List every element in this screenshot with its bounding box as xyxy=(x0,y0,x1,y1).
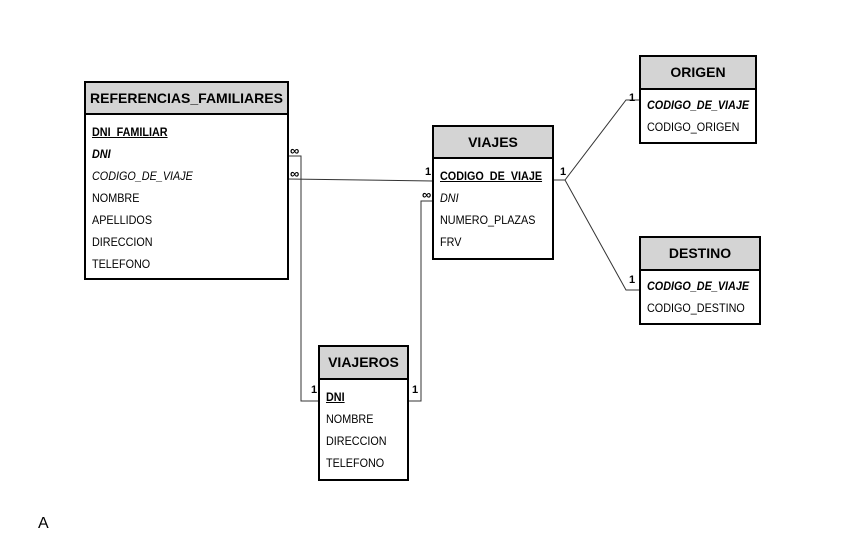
entity-destino: DESTINO CODIGO_DE_VIAJE CODIGO_DESTINO xyxy=(639,236,761,325)
field: CODIGO_DESTINO xyxy=(647,301,745,315)
cardinality-one-viajes-left: 1 xyxy=(425,166,432,178)
field: TELEFONO xyxy=(326,456,385,470)
cardinality-many-viajes-dni: ∞ xyxy=(422,187,432,202)
field-foreign-key: CODIGO_DE_VIAJE xyxy=(647,279,750,293)
field: FRV xyxy=(440,235,462,249)
field-primary-key: CODIGO_DE_VIAJE xyxy=(440,169,543,183)
entity-title: VIAJES xyxy=(434,127,552,159)
figure-caption: A xyxy=(38,515,49,532)
cardinality-one-destino: 1 xyxy=(629,274,636,286)
entity-fields: CODIGO_DE_VIAJE CODIGO_ORIGEN xyxy=(641,90,755,142)
line-viajes-viajeros xyxy=(408,200,433,402)
entity-title: REFERENCIAS_FAMILIARES xyxy=(86,83,287,115)
entity-viajes: VIAJES CODIGO_DE_VIAJE DNI NUMERO_PLAZAS… xyxy=(432,125,554,260)
entity-fields: CODIGO_DE_VIAJE CODIGO_DESTINO xyxy=(641,271,759,323)
cardinality-one-viajeros-right: 1 xyxy=(412,384,419,396)
cardinality-one-viajeros-left: 1 xyxy=(311,384,318,396)
cardinality-many-reffam-top: ∞ xyxy=(290,143,300,158)
entity-viajeros: VIAJEROS DNI NOMBRE DIRECCION TELEFONO xyxy=(318,345,409,481)
line-reffam-viajeros xyxy=(288,155,319,402)
field: DIRECCION xyxy=(326,434,387,448)
field: CODIGO_ORIGEN xyxy=(647,120,740,134)
cardinality-one-viajes-right: 1 xyxy=(560,166,567,178)
field-primary-key: DNI xyxy=(326,390,345,404)
field-foreign-key: CODIGO_DE_VIAJE xyxy=(92,169,193,183)
line-reffam-viajes xyxy=(287,178,434,182)
field: DIRECCION xyxy=(92,235,153,249)
entity-fields: DNI_FAMILIAR DNI CODIGO_DE_VIAJE NOMBRE … xyxy=(86,115,287,279)
field-foreign-key: DNI xyxy=(92,147,111,161)
entity-origen: ORIGEN CODIGO_DE_VIAJE CODIGO_ORIGEN xyxy=(639,55,757,144)
field-primary-key: DNI_FAMILIAR xyxy=(92,125,168,139)
entity-title: DESTINO xyxy=(641,238,759,271)
field-foreign-key: DNI xyxy=(440,191,459,205)
line-viajes-destino xyxy=(553,179,640,291)
field: NOMBRE xyxy=(92,191,140,205)
entity-title: ORIGEN xyxy=(641,57,755,90)
cardinality-many-reffam-mid: ∞ xyxy=(290,166,300,181)
entity-fields: CODIGO_DE_VIAJE DNI NUMERO_PLAZAS FRV xyxy=(434,159,552,257)
field: NUMERO_PLAZAS xyxy=(440,213,536,227)
entity-fields: DNI NOMBRE DIRECCION TELEFONO xyxy=(320,380,407,478)
entity-referencias-familiares: REFERENCIAS_FAMILIARES DNI_FAMILIAR DNI … xyxy=(84,81,289,280)
field-foreign-key: CODIGO_DE_VIAJE xyxy=(647,98,750,112)
field: TELEFONO xyxy=(92,257,151,271)
entity-title: VIAJEROS xyxy=(320,347,407,380)
field: NOMBRE xyxy=(326,412,374,426)
cardinality-one-origen: 1 xyxy=(629,92,636,104)
field: APELLIDOS xyxy=(92,213,153,227)
